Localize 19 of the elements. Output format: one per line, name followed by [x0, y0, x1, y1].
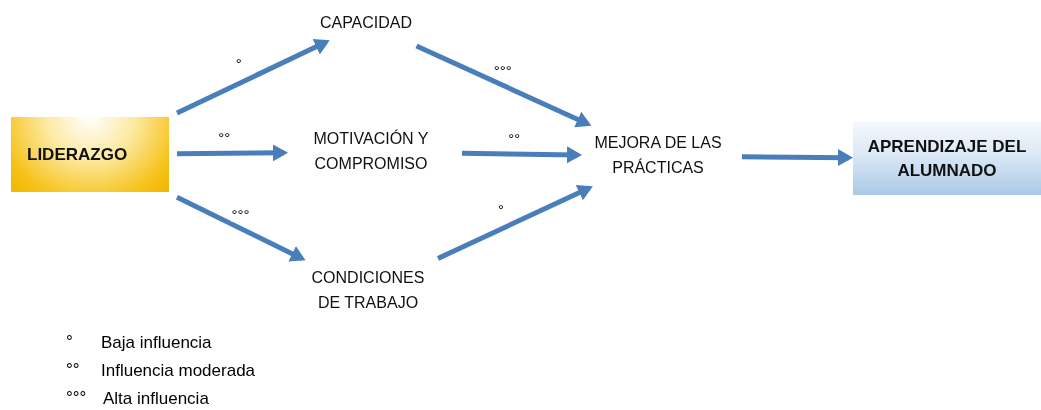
arrow	[176, 144, 288, 162]
arrow	[415, 43, 592, 128]
concept-label: MOTIVACIÓN Y COMPROMISO	[288, 124, 454, 180]
legend-symbol: °°°	[66, 388, 87, 408]
arrow	[175, 39, 330, 116]
arrow	[436, 184, 593, 261]
concept-label: CONDICIONES DE TRABAJO	[306, 260, 430, 322]
legend-text: Baja influencia	[101, 333, 212, 353]
concept-label: MEJORA DE LAS PRÁCTICAS	[582, 128, 734, 184]
leadership-box: LIDERAZGO	[11, 117, 169, 192]
legend-text: Influencia moderada	[101, 361, 256, 381]
legend-symbol: °°	[66, 360, 80, 380]
concept-label: CAPACIDAD	[300, 8, 432, 38]
arrow	[742, 149, 853, 167]
arrow	[175, 194, 306, 262]
legend-text: Alta influencia	[103, 389, 209, 409]
arrow	[461, 146, 582, 164]
outcome-box: APRENDIZAJE DEL ALUMNADO	[853, 122, 1041, 195]
legend-symbol: °	[66, 332, 73, 352]
